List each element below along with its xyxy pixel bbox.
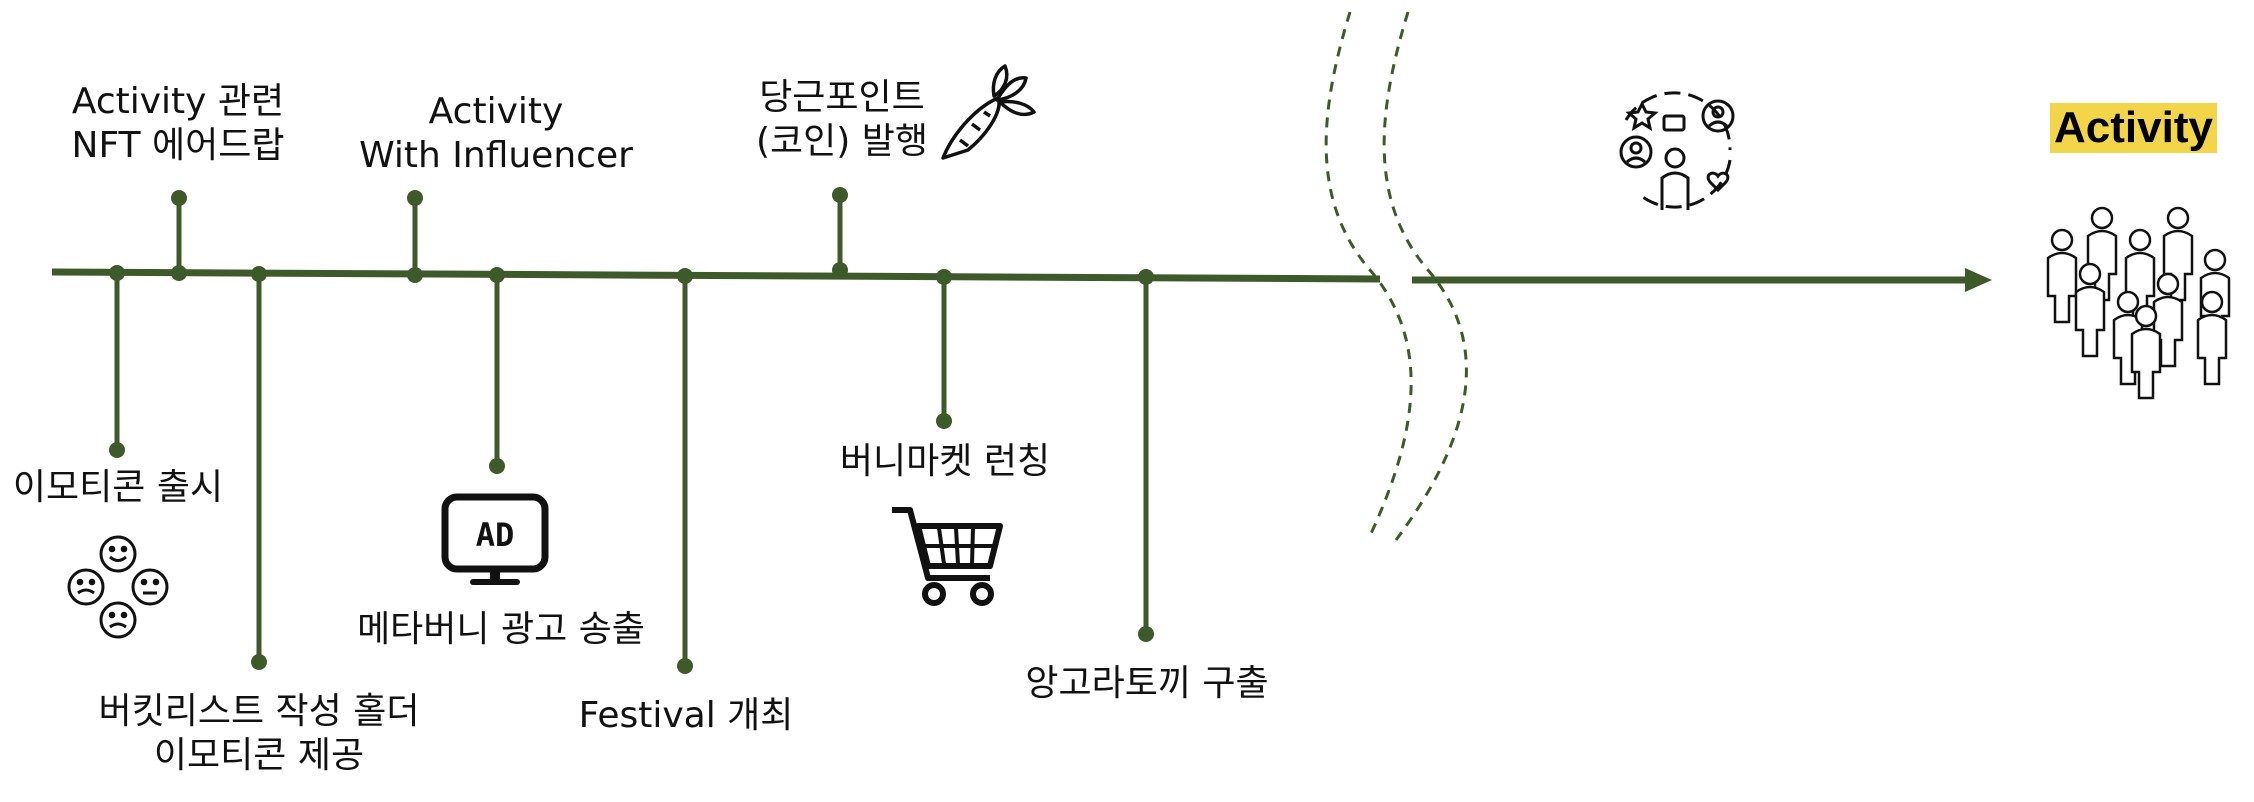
event-marker-bunny-market xyxy=(936,269,952,429)
timeline-break-left xyxy=(1324,11,1413,541)
event-label-carrot-point: 당근포인트 (코인) 발행 xyxy=(755,77,928,162)
event-marker-bucketlist-holder xyxy=(251,266,267,670)
event-label-influencer: Activity With Influencer xyxy=(359,91,633,176)
event-label-festival: Festival 개최 xyxy=(578,695,794,736)
shopping-cart-icon xyxy=(892,507,1003,606)
event-marker-influencer xyxy=(407,190,423,283)
activity-badge: Activity xyxy=(2050,103,2217,153)
event-label-angora-rabbit: 앙고라토끼 구출 xyxy=(1025,663,1269,704)
event-marker-emoticon-release xyxy=(109,265,125,458)
community-people-icon xyxy=(1619,91,1735,210)
ad-monitor-icon: AD xyxy=(441,493,549,585)
timeline-line xyxy=(51,268,1381,283)
emoji-faces-icon xyxy=(67,535,169,639)
event-label-nft-airdrop: Activity 관련 NFT 에어드랍 xyxy=(71,81,285,166)
timeline-arrowhead xyxy=(1965,268,1992,292)
carrot-icon xyxy=(941,64,1036,160)
event-marker-angora-rabbit xyxy=(1138,269,1154,642)
event-label-bunny-market: 버니마켓 런칭 xyxy=(839,441,1051,482)
crowd-icon xyxy=(2046,206,2231,400)
svg-text:AD: AD xyxy=(476,516,515,554)
event-marker-festival xyxy=(677,268,693,674)
event-label-metaverse-ad: 메타버니 광고 송출 xyxy=(357,609,645,650)
event-label-bucketlist-holder: 버킷리스트 작성 홀더 이모티콘 제공 xyxy=(98,691,420,776)
event-marker-metaverse-ad xyxy=(489,267,505,474)
timeline-break-right xyxy=(1382,11,1468,541)
event-label-emoticon-release: 이모티콘 출시 xyxy=(12,467,224,508)
event-marker-nft-airdrop xyxy=(171,190,187,281)
event-marker-carrot-point xyxy=(832,187,848,278)
